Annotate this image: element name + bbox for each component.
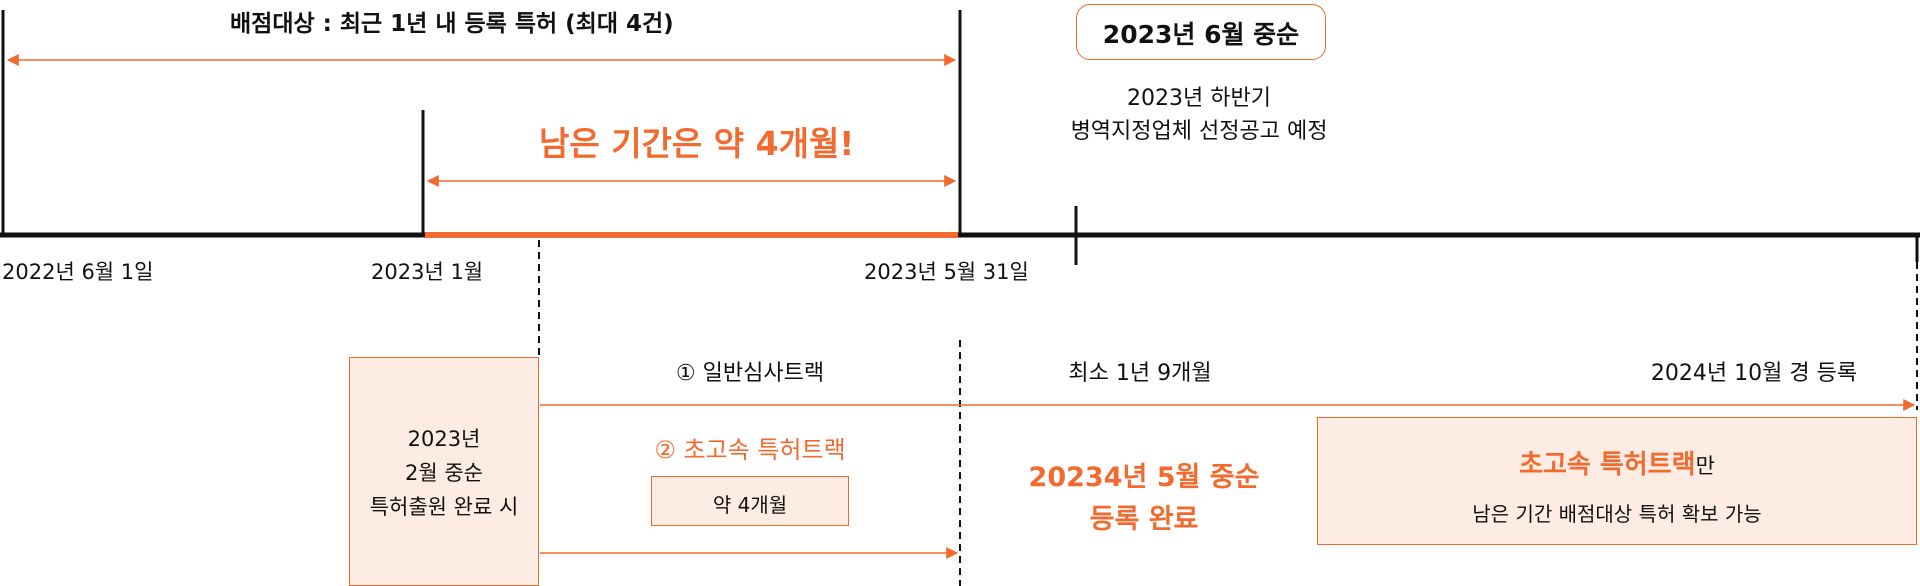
mid-2023-badge: 2023년 6월 중순 [1076, 4, 1326, 60]
fast-track-result-line1: 20234년 5월 중순 [1028, 462, 1260, 493]
conclusion-line2: 남은 기간 배점대상 특허 확보 가능 [1472, 502, 1762, 526]
fast-track-result-line2: 등록 완료 [1089, 504, 1199, 535]
general-track-result: 2024년 10월 경 등록 [1650, 361, 1858, 386]
date-2023-01: 2023년 1월 [371, 260, 484, 284]
conclusion-box: 초고속 특허트랙만 남은 기간 배점대상 특허 확보 가능 [1317, 417, 1917, 545]
filing-box-line3: 특허출원 완료 시 [369, 495, 519, 519]
date-2022-06-01: 2022년 6월 1일 [2, 260, 154, 284]
conclusion-highlight: 초고속 특허트랙 [1519, 450, 1696, 480]
filing-box-line2: 2월 중순 [405, 461, 483, 485]
general-track-label: ① 일반심사트랙 [675, 361, 825, 386]
fast-track-duration-box: 약 4개월 [651, 476, 849, 526]
announcement-line2: 병역지정업체 선정공고 예정 [1070, 119, 1328, 144]
remaining-period-label: 남은 기간은 약 4개월! [539, 124, 855, 163]
mid-2023-badge-label: 2023년 6월 중순 [1102, 20, 1300, 49]
filing-box-line1: 2023년 [407, 427, 481, 451]
general-track-duration: 최소 1년 9개월 [1068, 361, 1212, 386]
conclusion-suffix: 만 [1695, 454, 1715, 478]
filing-box: 2023년 2월 중순 특허출원 완료 시 [349, 357, 539, 586]
fast-track-duration: 약 4개월 [712, 493, 788, 517]
date-2023-05-31: 2023년 5월 31일 [864, 260, 1029, 284]
conclusion-line1: 초고속 특허트랙만 [1318, 444, 1916, 481]
fast-track-label: ② 초고속 특허트랙 [654, 436, 846, 464]
announcement-line1: 2023년 하반기 [1127, 86, 1271, 111]
scoring-target-label: 배점대상 : 최근 1년 내 등록 특허 (최대 4건) [230, 11, 674, 37]
